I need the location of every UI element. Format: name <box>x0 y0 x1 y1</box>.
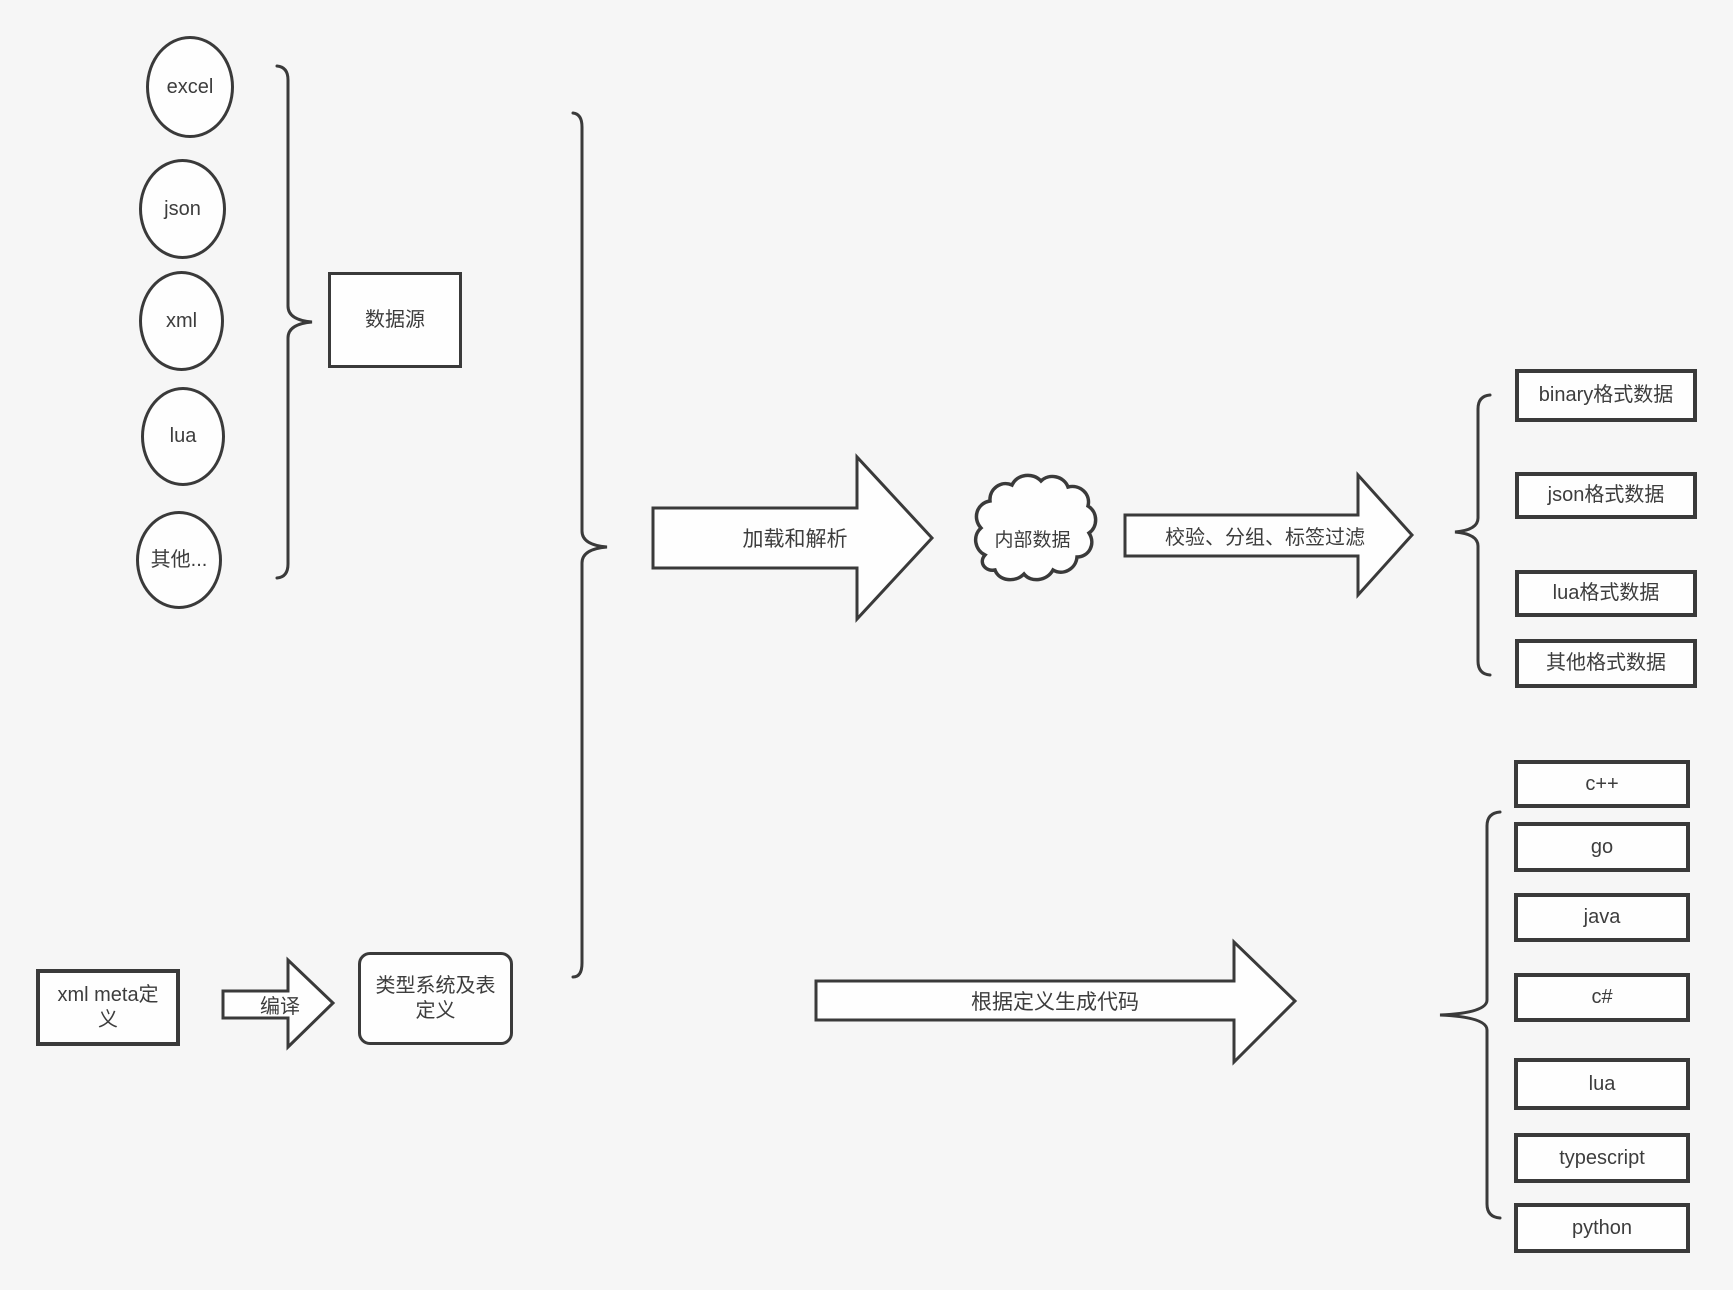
source-node-excel: excel <box>146 36 234 138</box>
codegen-arrow <box>814 938 1298 1066</box>
xml-meta-box: xml meta定义 <box>36 969 180 1046</box>
load-parse-arrow-label: 加载和解析 <box>742 528 848 551</box>
format-box-json: json格式数据 <box>1515 472 1697 519</box>
format-box-other: 其他格式数据 <box>1515 639 1697 688</box>
filter-arrow-label: 校验、分组、标签过滤 <box>1165 527 1365 549</box>
languages-brace <box>1439 810 1502 1220</box>
language-box-java: java <box>1514 893 1690 942</box>
load-parse-arrow <box>651 453 935 623</box>
source-node-json: json <box>139 159 226 259</box>
source-node-xml: xml <box>139 271 224 371</box>
data-source-group-box: 数据源 <box>328 272 462 368</box>
internal-data-label: 内部数据 <box>994 529 1071 551</box>
type-system-box: 类型系统及表定义 <box>358 952 513 1045</box>
compile-arrow-label: 编译 <box>260 995 300 1018</box>
language-box-typescript: typescript <box>1514 1133 1690 1183</box>
language-box-lua: lua <box>1514 1058 1690 1110</box>
language-box-cpp: c++ <box>1514 760 1690 808</box>
compile-arrow <box>221 956 336 1051</box>
source-node-other: 其他... <box>136 511 222 609</box>
filter-arrow <box>1123 471 1415 599</box>
language-box-python: python <box>1514 1203 1690 1253</box>
format-box-binary: binary格式数据 <box>1515 369 1697 422</box>
internal-data-cloud <box>973 473 1098 582</box>
sources-brace <box>275 64 313 580</box>
format-box-lua: lua格式数据 <box>1515 570 1697 617</box>
language-box-csharp: c# <box>1514 973 1690 1022</box>
source-node-lua: lua <box>141 387 225 486</box>
language-box-go: go <box>1514 822 1690 872</box>
formats-brace <box>1454 393 1492 677</box>
left-group-brace <box>571 111 608 979</box>
codegen-arrow-label: 根据定义生成代码 <box>971 990 1139 1014</box>
